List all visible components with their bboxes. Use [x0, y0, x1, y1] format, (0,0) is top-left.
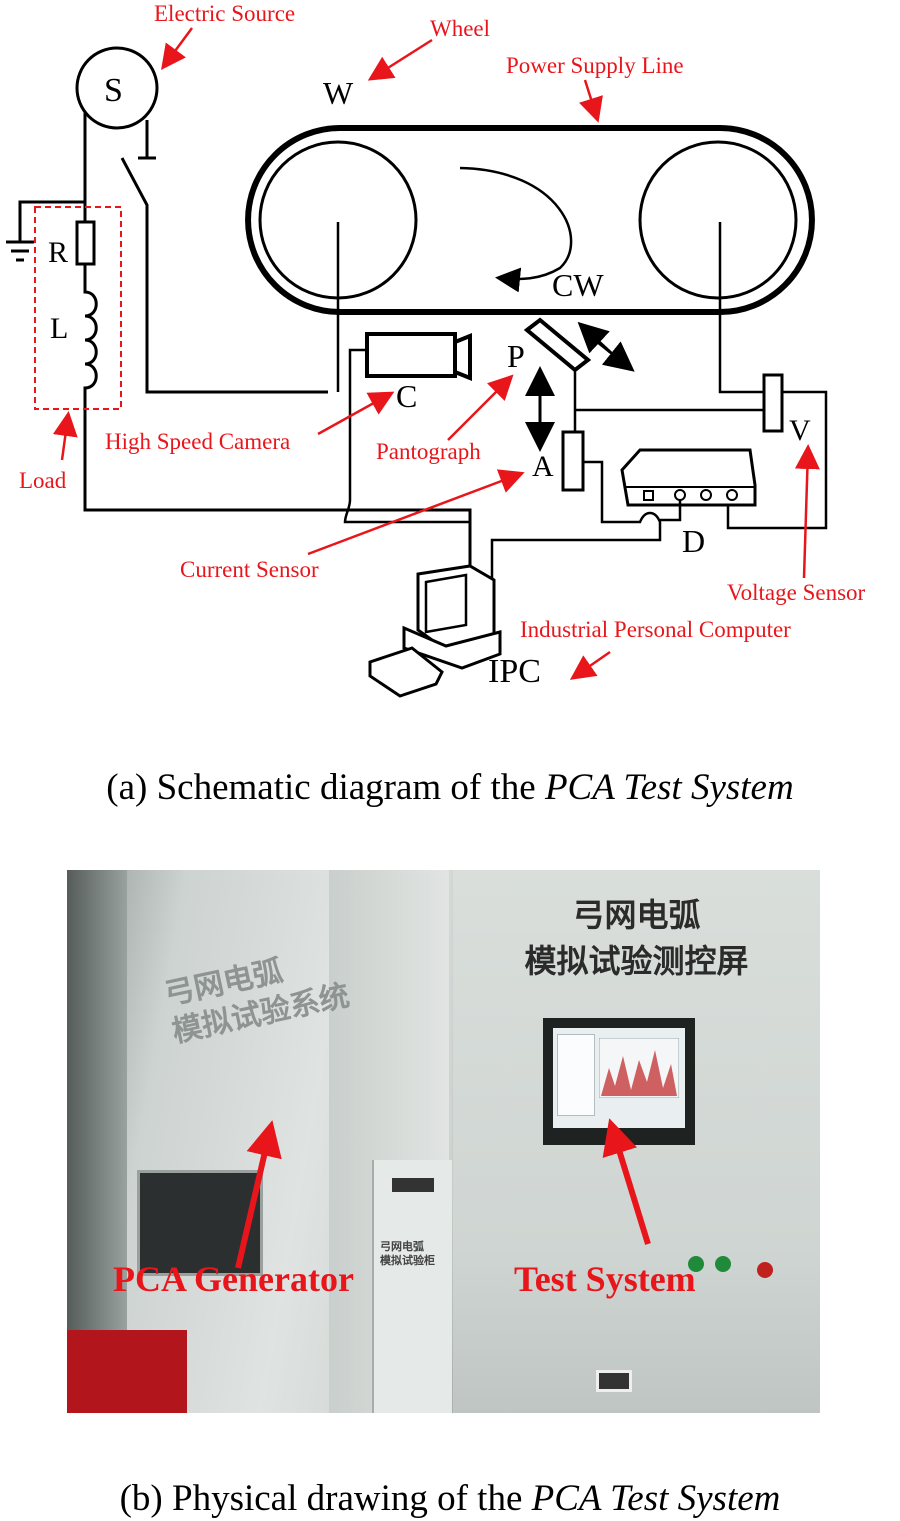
small-control-panel: 弓网电弧 模拟试验柜	[372, 1160, 452, 1413]
voltmeter-letter: V	[789, 414, 811, 447]
voltage-sensor-box	[762, 373, 784, 433]
label-current-sensor: Current Sensor	[180, 557, 319, 582]
panel-title-line2: 模拟试验测控屏	[524, 942, 749, 980]
label-voltage-sensor: Voltage Sensor	[727, 580, 866, 605]
label-wheel: Wheel	[430, 16, 490, 41]
wheel-right	[638, 140, 798, 300]
label-pantograph: Pantograph	[376, 439, 481, 464]
ipc-letter: IPC	[488, 653, 541, 690]
label-test-system: Test System	[514, 1259, 696, 1299]
inductor	[83, 264, 472, 590]
label-pca-generator: PCA Generator	[113, 1259, 354, 1299]
wheel-letter: W	[323, 75, 354, 111]
pantograph-wire	[573, 370, 764, 432]
camera-lens	[453, 333, 472, 381]
contact-wire-letter: CW	[552, 267, 604, 303]
panel-handle	[596, 1370, 632, 1392]
pantograph-letter: P	[507, 338, 525, 374]
daq-letter: D	[682, 523, 705, 559]
small-panel-line2: 模拟试验柜	[380, 1254, 435, 1267]
label-power-supply-line: Power Supply Line	[506, 53, 684, 78]
switch	[120, 120, 328, 394]
ipc-keyboard	[368, 646, 444, 698]
green-button-2	[715, 1256, 731, 1272]
voltmeter-wire	[726, 390, 828, 530]
rotation-arrow	[459, 166, 573, 293]
right-wheel-wire	[718, 222, 764, 394]
source-letter: S	[104, 72, 123, 109]
ammeter-letter: A	[532, 450, 554, 483]
camera-letter: C	[396, 378, 417, 414]
caption-a: (a) Schematic diagram of the PCA Test Sy…	[0, 766, 900, 809]
monitor	[543, 1018, 695, 1145]
label-industrial-pc: Industrial Personal Computer	[520, 617, 791, 642]
caption-b-prefix: (b) Physical drawing of the	[119, 1478, 532, 1519]
label-high-speed-camera: High Speed Camera	[105, 429, 290, 454]
label-electric-source: Electric Source	[154, 1, 295, 26]
generator-window	[137, 1170, 263, 1276]
load-box	[34, 206, 122, 410]
ammeter-wire	[490, 460, 662, 605]
green-button-1	[688, 1256, 704, 1272]
inductor-letter: L	[50, 312, 68, 345]
label-load: Load	[19, 468, 67, 493]
camera-wire	[343, 348, 470, 524]
panel-title: 弓网电弧 模拟试验测控屏	[453, 892, 820, 984]
monitor-screen	[553, 1028, 685, 1128]
photo-panel: 弓网电弧 模拟试验系统 弓网电弧 模拟试验柜 弓网电弧 模拟试验测控屏	[67, 870, 820, 1413]
camera-body	[365, 332, 457, 378]
source-symbol	[75, 46, 159, 130]
caption-b-italic: PCA Test System	[531, 1478, 781, 1519]
caption-a-prefix: (a) Schematic diagram of the	[106, 767, 545, 808]
caption-b: (b) Physical drawing of the PCA Test Sys…	[0, 1477, 900, 1520]
resistor-letter: R	[48, 236, 68, 269]
monitor-waveform	[599, 1038, 679, 1098]
caption-a-italic: PCA Test System	[544, 767, 794, 808]
ipc-base	[402, 625, 502, 670]
daq-unit	[620, 448, 757, 507]
red-equipment	[67, 1330, 187, 1413]
schematic-diagram: S R L CW W C P A V D	[6, 1, 866, 698]
ground-symbol	[6, 200, 85, 262]
pantograph-head	[523, 317, 592, 373]
small-panel-line1: 弓网电弧	[380, 1240, 424, 1253]
panel-title-line1: 弓网电弧	[572, 896, 701, 934]
red-button	[757, 1262, 773, 1278]
